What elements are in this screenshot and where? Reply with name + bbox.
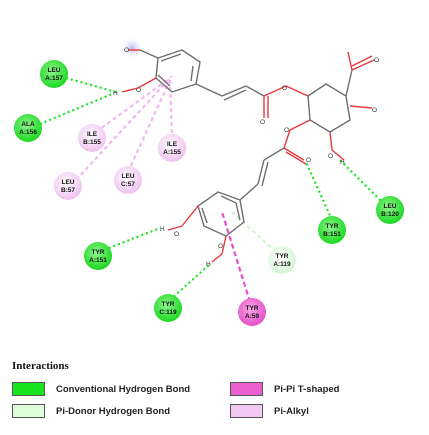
svg-text:A:156: A:156 [19, 129, 37, 136]
residue-tyr-b151: TYR B:151 [318, 216, 346, 244]
legend-label-pi-alkyl: Pi-Alkyl [274, 405, 309, 417]
hbond-line-tyr-a151 [103, 226, 161, 252]
legend-swatch-pi-pi-tshaped [230, 382, 263, 396]
alkyl-line-leu-b57 [75, 75, 173, 181]
svg-text:ALA: ALA [21, 121, 35, 128]
legend-label-pi-donor-hbond: Pi-Donor Hydrogen Bond [56, 405, 170, 417]
residue-leu-b120: LEU B:120 [376, 196, 404, 224]
legend-item-conventional-hbond: Conventional Hydrogen Bond [12, 382, 190, 396]
alkyl-line-ile-a155 [168, 79, 174, 141]
svg-text:B:155: B:155 [83, 139, 101, 146]
hbond-line-tyr-b151 [304, 161, 334, 221]
residue-tyr-a119: TYR A:119 [268, 246, 296, 274]
hbond-line-leu-b120 [339, 159, 385, 205]
svg-text:B:151: B:151 [323, 231, 341, 238]
hbond-line-tyr-c119 [169, 263, 211, 301]
svg-text:B:57: B:57 [61, 187, 75, 194]
atom-h-lower-oh-2: H [206, 261, 211, 268]
svg-text:TYR: TYR [246, 305, 259, 312]
residues: LEU A:157 ALA A:156 ILE B:155 ILE A:155 … [14, 60, 404, 326]
residue-ile-a155: ILE A:155 [158, 134, 186, 162]
lower-aromatic-ring [197, 191, 245, 237]
svg-text:ILE: ILE [167, 141, 178, 148]
svg-text:A:157: A:157 [45, 75, 63, 82]
atom-h-upper-oh: H [113, 90, 118, 97]
svg-text:TYR: TYR [326, 223, 339, 230]
interactions-legend: Interactions Conventional Hydrogen Bond … [8, 356, 422, 428]
residue-ile-b155: ILE B:155 [78, 124, 106, 152]
hbond-line-ala-a156 [39, 92, 113, 126]
tshaped-line-tyr-a59 [220, 211, 252, 303]
legend-label-pi-pi-tshaped: Pi-Pi T-shaped [274, 383, 340, 395]
residue-ala-a156: ALA A:156 [14, 114, 42, 142]
alkyl-line-leu-c57 [126, 79, 172, 173]
atom-o-acid-1: O [374, 57, 379, 64]
atom-h-lower-oh: H [160, 226, 165, 233]
atom-o-ester-2: O [284, 127, 289, 134]
legend-swatch-pi-donor-hbond [12, 404, 45, 418]
cyclohexane-ring [307, 83, 351, 133]
atom-o-ester-1: O [282, 85, 287, 92]
svg-text:TYR: TYR [92, 249, 105, 256]
svg-text:LEU: LEU [48, 67, 61, 74]
svg-text:A:155: A:155 [163, 149, 181, 156]
ligand-molecule: O O H O O O O O O O H O H O H [113, 47, 379, 268]
residue-tyr-a151: TYR A:151 [84, 242, 112, 270]
svg-text:TYR: TYR [162, 301, 175, 308]
svg-text:C:119: C:119 [159, 309, 177, 316]
atom-o-carbonyl-2: O [306, 157, 311, 164]
svg-text:A:119: A:119 [273, 261, 291, 268]
svg-text:LEU: LEU [384, 203, 397, 210]
residue-tyr-c119: TYR C:119 [154, 294, 182, 322]
atom-o-lower-oh: O [174, 231, 179, 238]
residue-tyr-a59: TYR A:59 [238, 298, 266, 326]
svg-text:ILE: ILE [87, 131, 98, 138]
atom-o-methoxy: O [124, 47, 129, 54]
legend-swatch-conventional-hbond [12, 382, 45, 396]
legend-swatch-pi-alkyl [230, 404, 263, 418]
residue-leu-a157: LEU A:157 [40, 60, 68, 88]
atom-o-ring-oh: O [328, 153, 333, 160]
svg-text:B:120: B:120 [381, 211, 399, 218]
svg-text:LEU: LEU [122, 173, 135, 180]
hbond-line-leu-a157 [65, 76, 117, 94]
atom-h-ring-oh: H [340, 159, 345, 166]
residue-leu-b57: LEU B:57 [54, 172, 82, 200]
atom-o-carbonyl-1: O [260, 119, 265, 126]
legend-item-pi-pi-tshaped: Pi-Pi T-shaped [230, 382, 339, 396]
interaction-lines [39, 75, 385, 303]
atom-o-acid-2: O [372, 107, 377, 114]
svg-text:A:59: A:59 [245, 313, 259, 320]
residue-leu-c57: LEU C:57 [114, 166, 142, 194]
legend-item-pi-donor-hbond: Pi-Donor Hydrogen Bond [12, 404, 170, 418]
atom-o-upper-oh: O [136, 87, 141, 94]
atom-o-lower-oh-2: O [218, 243, 223, 250]
donor-line-tyr-a119 [231, 211, 277, 253]
interaction-diagram: O O H O O O O O O O H O H O H LEU A:157 … [14, 36, 404, 326]
svg-text:TYR: TYR [276, 253, 289, 260]
methoxy-glow [120, 36, 144, 60]
svg-text:C:57: C:57 [121, 181, 135, 188]
alkyl-line-ile-b155 [95, 77, 171, 133]
svg-text:LEU: LEU [62, 179, 75, 186]
svg-text:A:151: A:151 [89, 257, 107, 264]
legend-label-conventional-hbond: Conventional Hydrogen Bond [56, 383, 191, 395]
legend-item-pi-alkyl: Pi-Alkyl [230, 404, 309, 418]
legend-title: Interactions [12, 360, 69, 372]
